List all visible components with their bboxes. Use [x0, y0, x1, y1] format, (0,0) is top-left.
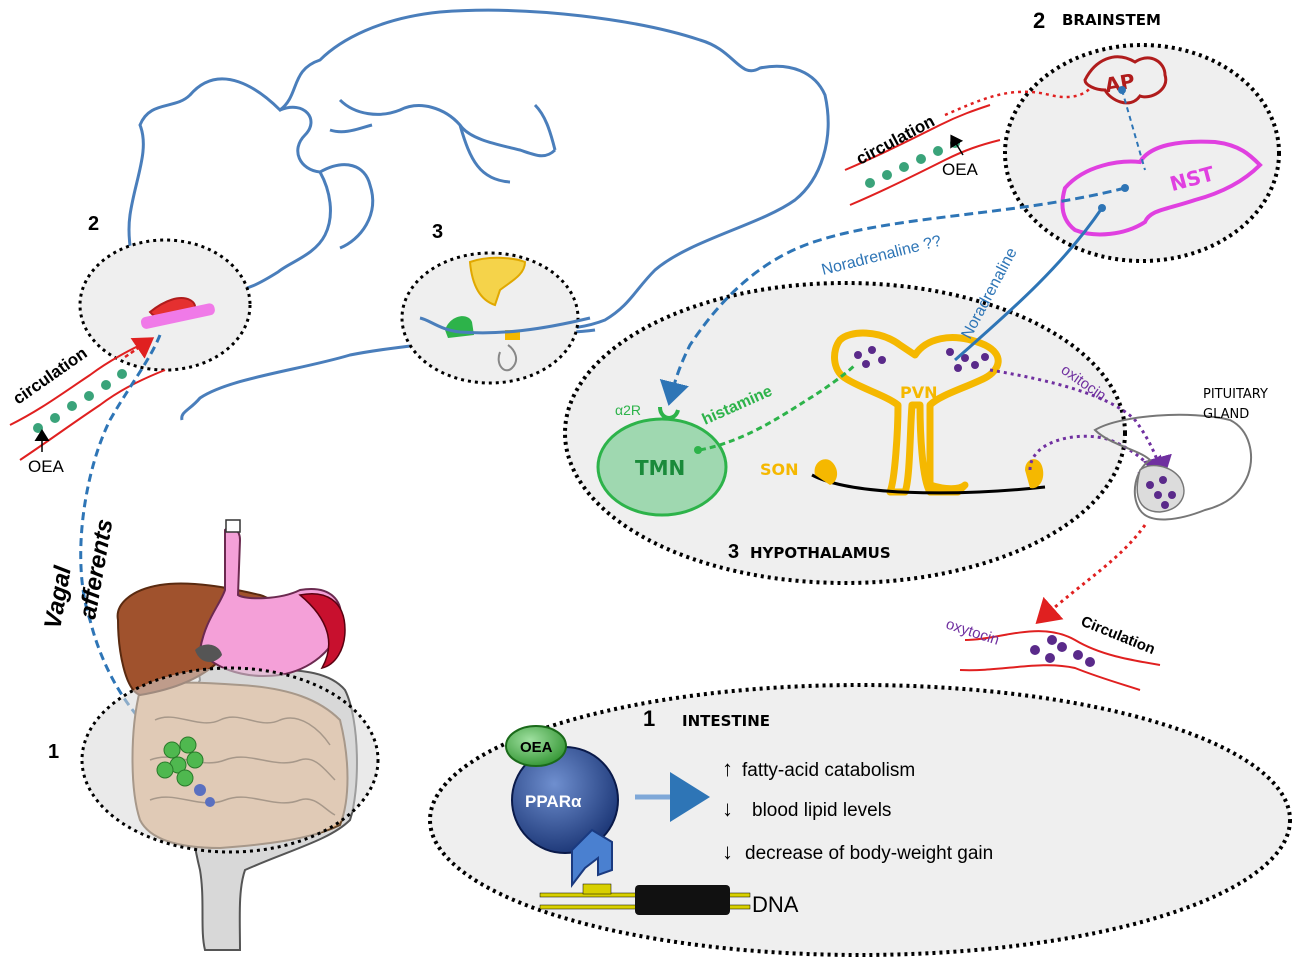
red-dotted-to-ap [944, 87, 1092, 117]
oea-ligand [505, 725, 567, 767]
dna-label: DNA [752, 892, 799, 917]
a2r-label: α2R [615, 402, 641, 418]
son-small [505, 330, 520, 340]
brainstem-zoom-circle [1003, 43, 1281, 263]
noradrenaline-questionable-pathway [659, 186, 1126, 406]
oea-dots-left [33, 369, 127, 433]
oxytocin-dots [1030, 635, 1095, 667]
brain-base-line [419, 316, 591, 335]
tmn-label: TMN [635, 456, 685, 480]
noradrenaline-q-label: Noradrenaline ?? [820, 233, 943, 279]
intestine-zoom-circle-small [80, 666, 380, 854]
dna-binding-domain [571, 828, 613, 888]
oea-top-arrow [950, 134, 964, 156]
a2r-receptor [658, 406, 680, 420]
ap-region [1083, 55, 1168, 105]
tmn-neuron-dot [694, 446, 702, 454]
intestine-label: INTESTINE [682, 712, 770, 730]
pvn-small [468, 256, 527, 307]
vessel-top [844, 104, 1001, 206]
oxytocin-release-arrow [1035, 524, 1147, 624]
effect-body-weight: decrease of body-weight gain [745, 843, 993, 864]
oea-left-label: OEA [28, 457, 65, 476]
ppar-small-gut [194, 784, 215, 807]
ap-nst-connection [1121, 89, 1146, 171]
pituitary-cells [1146, 476, 1176, 509]
effect-fatty-acid: fatty-acid catabolism [742, 760, 915, 781]
effect-blood-lipid: blood lipid levels [752, 800, 891, 821]
oea-top-label: OEA [942, 160, 979, 179]
effect-arrow-down-1: ↓ [722, 796, 733, 821]
pituitary-label-1: PITUITARY [1203, 387, 1268, 402]
red-arrow-left [124, 337, 155, 359]
pituitary-small [497, 344, 518, 372]
histamine-pathway [699, 363, 857, 452]
nst-region [1060, 139, 1263, 237]
circulation-right-label: Circulation [1079, 613, 1158, 658]
hypothalamus-number: 3 [728, 541, 739, 563]
oea-intestine-label: OEA [520, 739, 553, 756]
pvn-label: PVN [900, 383, 938, 402]
oea-dots-top [865, 138, 960, 188]
hypothalamus-zoom-circle-small [400, 251, 580, 385]
brainstem-label: BRAINSTEM [1062, 11, 1161, 29]
vagal-label: Vagal [39, 563, 77, 631]
oea-cluster-gut [156, 736, 204, 787]
oxytocin-label: oxytocin [944, 616, 1002, 649]
oxitocin-pathway-2 [1028, 434, 1164, 483]
pituitary-gland [1093, 413, 1252, 521]
ppara-label: PPARα [525, 792, 582, 811]
intestine-number: 1 [643, 706, 655, 731]
effect-arrow-up: ↑ [722, 756, 733, 781]
son-label: SON [760, 460, 799, 479]
pvn-cells [854, 346, 989, 372]
oxitocin-pathway-1 [989, 368, 1172, 481]
label-2-left: 2 [88, 213, 99, 235]
nst-small [140, 303, 215, 329]
posterior-pituitary [1136, 464, 1185, 513]
label-3-brain: 3 [432, 221, 443, 243]
son-right [1025, 459, 1044, 489]
vessel-right [959, 630, 1161, 691]
label-1-left: 1 [48, 741, 59, 763]
dna-strand [539, 883, 751, 915]
son-left [814, 459, 838, 485]
effect-arrow-down-2: ↓ [722, 839, 733, 864]
circulation-left-label: circulation [9, 343, 90, 408]
pituitary-label-2: GLAND [1203, 407, 1249, 422]
tmn-region [596, 417, 728, 517]
noradrenaline-pathway [954, 207, 1104, 362]
hypothalamus-label: HYPOTHALAMUS [750, 544, 891, 562]
brainstem-number: 2 [1033, 8, 1045, 33]
